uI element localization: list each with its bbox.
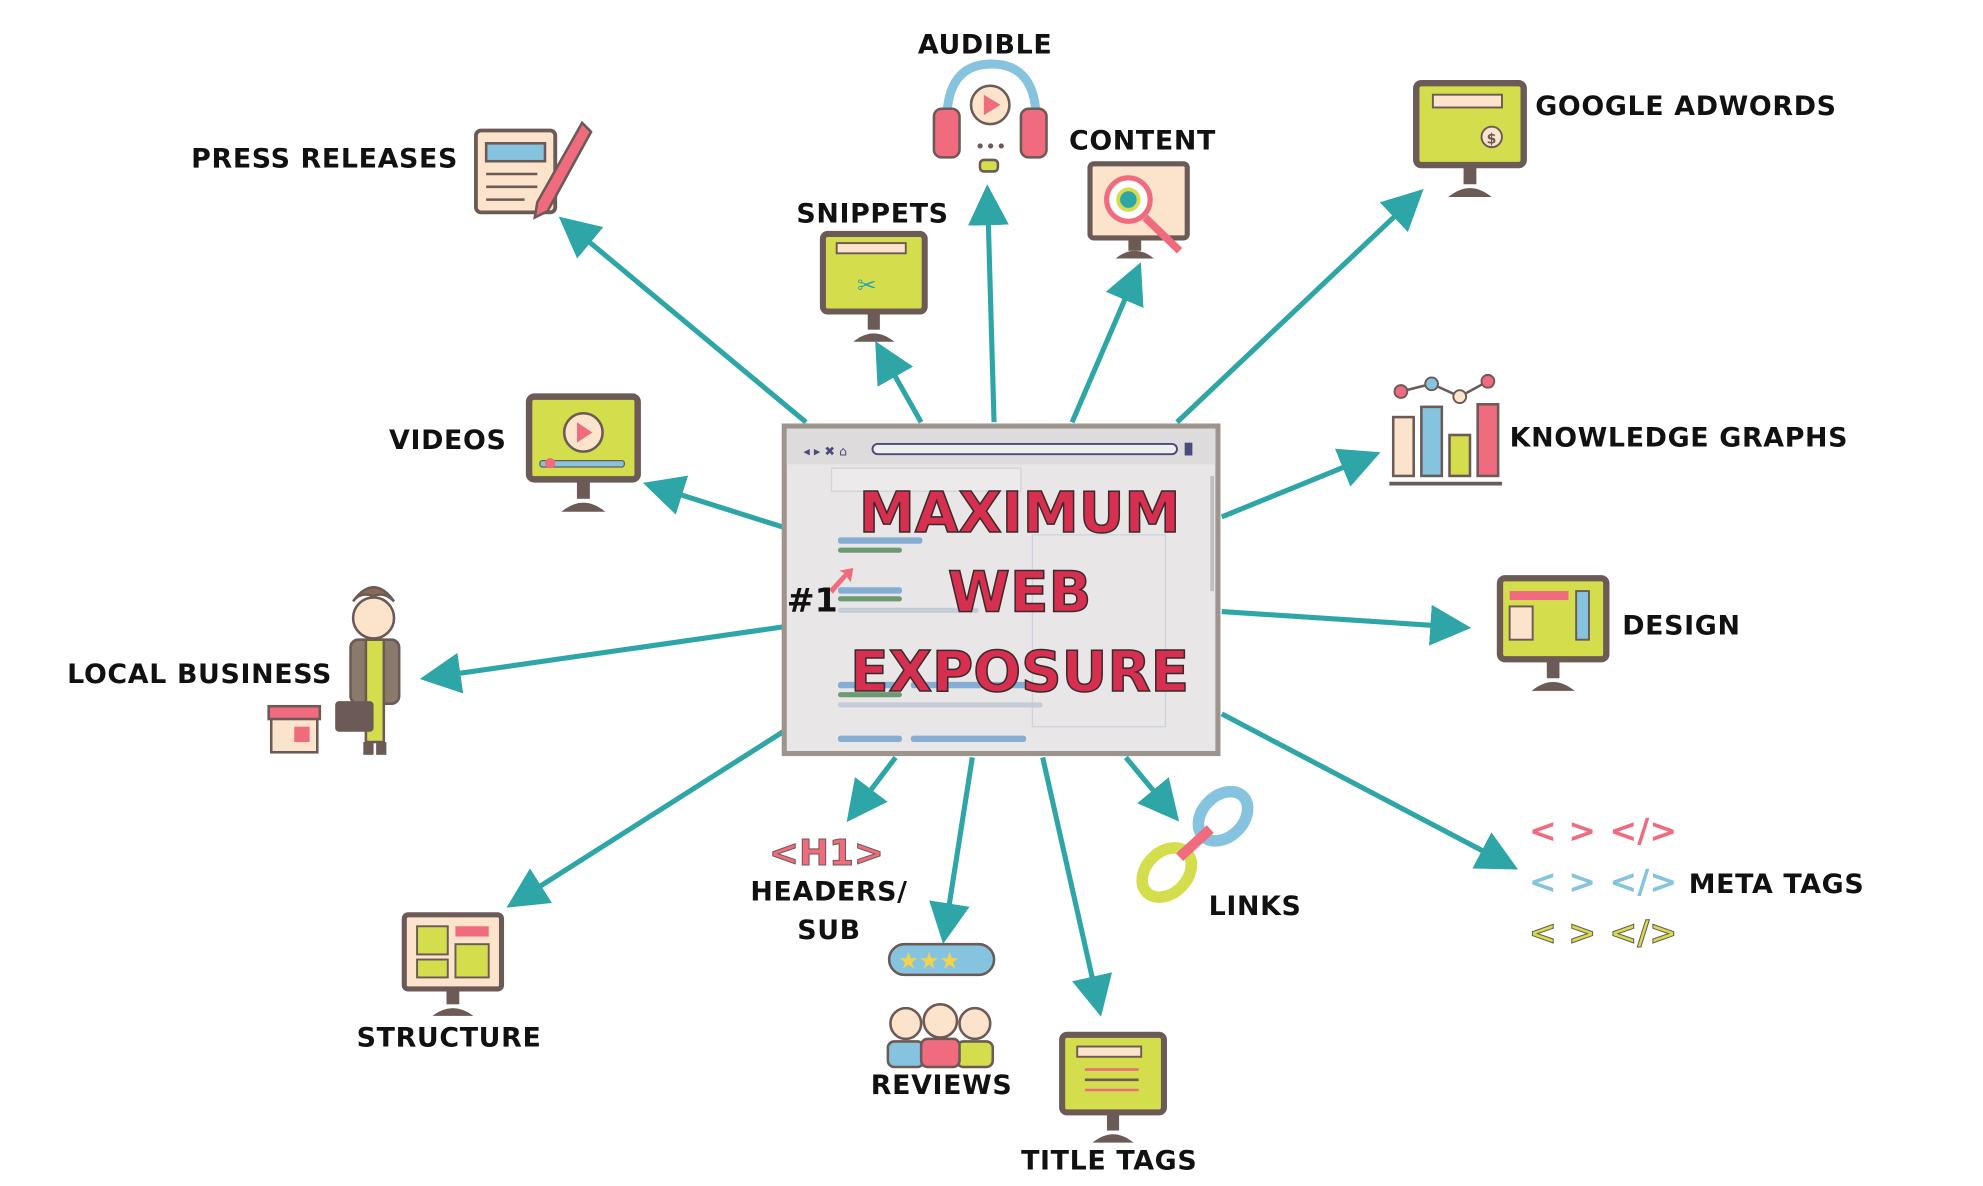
label-local-business: LOCAL BUSINESS — [67, 659, 332, 690]
label-reviews: REVIEWS — [871, 1070, 1013, 1101]
storefront-icon — [267, 704, 322, 754]
title-line-2: WEB — [948, 561, 1091, 626]
arrow-design — [1221, 604, 1472, 646]
structure-monitor-icon — [401, 912, 505, 1016]
arrow-audible — [967, 184, 1009, 423]
title-line-3: EXPOSURE — [850, 640, 1189, 705]
label-structure: STRUCTURE — [357, 1023, 542, 1054]
rank-badge: #1 — [787, 581, 838, 620]
video-monitor-icon — [529, 397, 638, 512]
snippets-monitor-icon: ✂ — [823, 234, 925, 342]
label-title-tags: TITLE TAGS — [1021, 1145, 1197, 1176]
reviews-people-icon: ★★★ — [886, 942, 996, 1069]
code-tags-icon: < > </> < > </> < > </> — [1528, 811, 1677, 953]
arrow-meta-tags — [1220, 711, 1519, 870]
arrow-reviews — [929, 757, 975, 944]
svg-text:</>: </> — [1609, 913, 1677, 952]
label-meta-tags: META TAGS — [1689, 869, 1865, 900]
arrow-press-releases — [558, 216, 808, 425]
label-links: LINKS — [1209, 891, 1302, 922]
arrow-links — [1123, 755, 1180, 822]
browser-window: ◂ ▸ ✖ ⌂ #1 MAXIMUM WEB EXPOSURE — [781, 423, 1221, 757]
label-snippets: SNIPPETS — [796, 199, 948, 230]
pointer-arrow-icon — [829, 568, 854, 594]
chain-link-icon — [1136, 785, 1254, 903]
browser-nav-icons: ◂ ▸ ✖ ⌂ — [803, 444, 847, 459]
label-audible: AUDIBLE — [918, 30, 1052, 61]
arrow-knowledge-graphs — [1220, 448, 1381, 520]
label-press-releases: PRESS RELEASES — [191, 144, 458, 175]
arrow-title-tags — [1040, 756, 1113, 1017]
svg-text:</>: </> — [1609, 811, 1677, 850]
businessman-icon — [335, 585, 401, 755]
arrow-local-business — [419, 624, 784, 694]
label-videos: VIDEOS — [389, 425, 506, 456]
arrow-headers — [846, 755, 898, 823]
adwords-monitor-icon: $ — [1416, 83, 1523, 197]
svg-text:•••: ••• — [975, 136, 1007, 157]
title-line-1: MAXIMUM — [859, 481, 1181, 546]
arrow-snippets — [875, 341, 924, 424]
label-google-adwords: GOOGLE ADWORDS — [1535, 91, 1836, 122]
svg-text:< >: < > — [1529, 862, 1596, 901]
title-tags-monitor-icon — [1062, 1035, 1164, 1143]
label-sub: SUB — [797, 915, 861, 946]
design-monitor-icon — [1500, 578, 1606, 691]
arrow-google-adwords — [1175, 189, 1424, 425]
arrow-videos — [642, 475, 784, 530]
content-monitor-icon — [1087, 161, 1190, 259]
address-bar — [871, 442, 1178, 456]
star-rating-icon: ★★★ — [898, 948, 960, 974]
label-knowledge-graphs: KNOWLEDGE GRAPHS — [1510, 423, 1849, 454]
label-headers: HEADERS/ — [750, 877, 907, 908]
arrow-structure — [506, 729, 785, 908]
headphones-icon: ••• — [932, 59, 1048, 173]
svg-text:< >: < > — [1529, 913, 1596, 952]
svg-text:</>: </> — [1609, 862, 1677, 901]
bar-chart-icon — [1389, 373, 1502, 486]
dollar-icon: $ — [1487, 131, 1497, 147]
label-design: DESIGN — [1622, 611, 1740, 642]
svg-text:< >: < > — [1529, 811, 1596, 850]
h1-tag-icon: <H1> — [769, 833, 884, 874]
label-content: CONTENT — [1069, 126, 1216, 157]
arrows — [419, 184, 1519, 1017]
press-release-document-icon — [474, 120, 593, 220]
scissors-icon: ✂ — [857, 273, 876, 299]
arrow-content — [1069, 262, 1144, 424]
